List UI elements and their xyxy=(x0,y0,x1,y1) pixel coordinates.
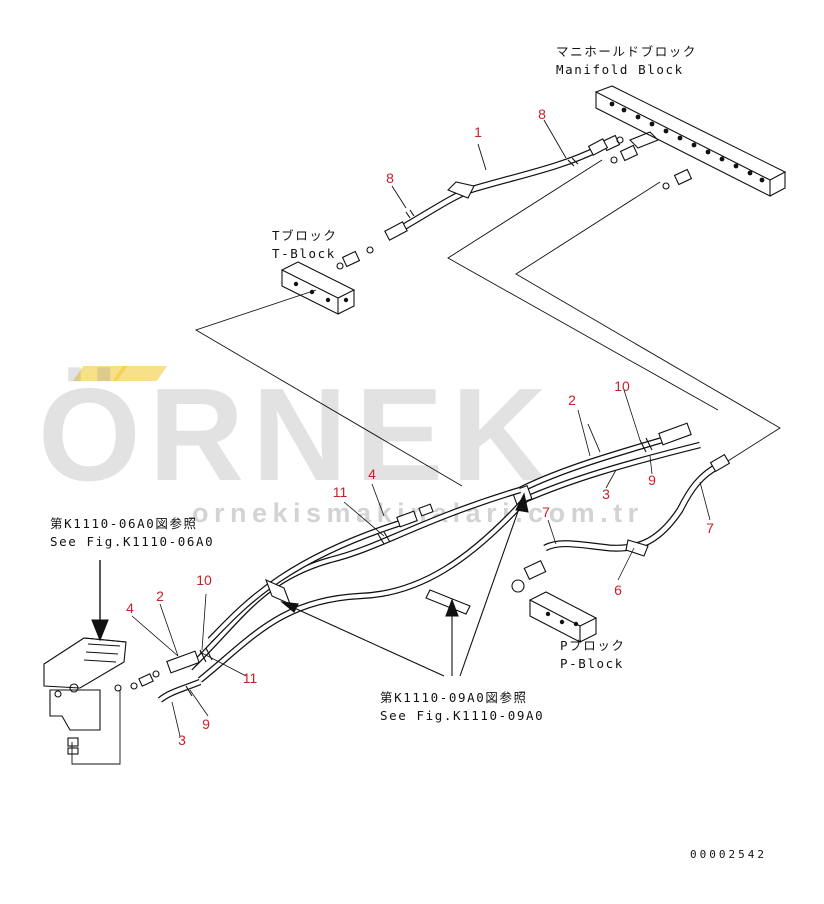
callout-3: 3 xyxy=(602,486,610,502)
hose-6 xyxy=(511,453,731,593)
callout-9: 9 xyxy=(202,716,210,732)
callout-10: 10 xyxy=(196,572,212,588)
hoses-left xyxy=(138,647,213,703)
callout-8: 8 xyxy=(538,106,546,122)
pedal-assembly xyxy=(43,560,138,755)
callout-2: 2 xyxy=(568,392,576,408)
callout-8: 8 xyxy=(386,170,394,186)
watermark-brand: ÖRNEK xyxy=(38,361,555,508)
manifold-fittings xyxy=(601,134,693,190)
callout-9: 9 xyxy=(648,472,656,488)
watermark-url: ornekismakinalari.com.tr xyxy=(192,498,644,528)
drawing-number: 00002542 xyxy=(690,848,767,861)
callout-6: 6 xyxy=(614,582,622,598)
callout-11: 11 xyxy=(242,670,258,686)
hoses-2-3 xyxy=(511,422,701,506)
callout-11: 11 xyxy=(332,484,348,500)
t-block-label-jp: Tブロック xyxy=(272,228,338,243)
callout-7: 7 xyxy=(542,504,550,520)
manifold-label-jp: マニホールドブロック xyxy=(556,44,698,59)
t-block xyxy=(280,246,374,315)
callout-10: 10 xyxy=(614,378,630,394)
p-block-label-jp: Pブロック xyxy=(560,638,626,653)
callout-2: 2 xyxy=(156,588,164,604)
manifold-block xyxy=(594,85,787,197)
manifold-label-en: Manifold Block xyxy=(556,62,684,77)
callout-4: 4 xyxy=(368,466,376,482)
pedal-ref-en: See Fig.K1110-06A0 xyxy=(50,534,215,549)
clamp-ref-en: See Fig.K1110-09A0 xyxy=(380,708,545,723)
callout-1: 1 xyxy=(474,124,482,140)
callout-leaders xyxy=(131,389,711,737)
p-block xyxy=(528,591,598,643)
hose-1 xyxy=(384,138,609,241)
clamp-ref-arrows xyxy=(280,492,529,677)
callout-7: 7 xyxy=(706,520,714,536)
callout-4: 4 xyxy=(126,600,134,616)
p-block-label-en: P-Block xyxy=(560,656,624,671)
t-block-label-en: T-Block xyxy=(272,246,336,261)
callout-3: 3 xyxy=(178,732,186,748)
clamp-ref-jp: 第K1110-09A0図参照 xyxy=(380,690,528,705)
hose-bundle xyxy=(187,486,528,683)
leader-lines xyxy=(71,119,781,765)
pedal-ref-jp: 第K1110-06A0図参照 xyxy=(50,516,198,531)
